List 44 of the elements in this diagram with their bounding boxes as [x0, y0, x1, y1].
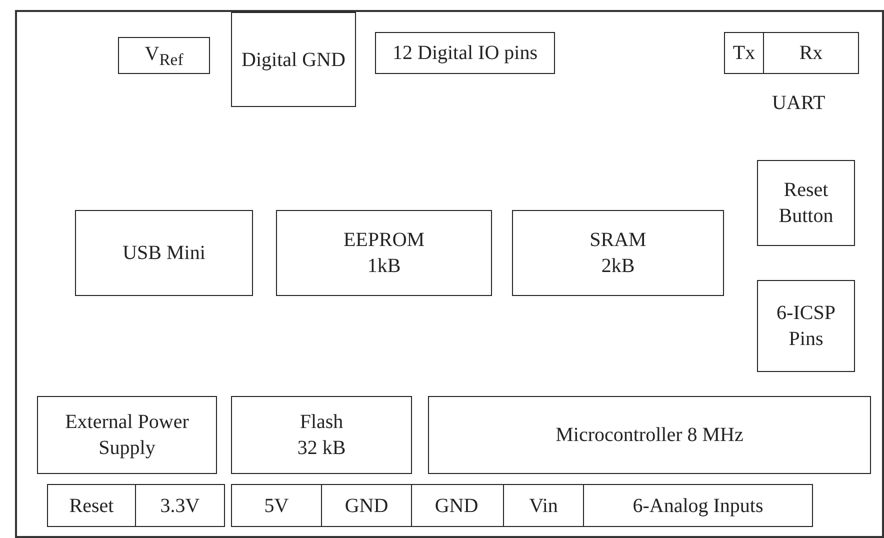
- pin-box: [763, 32, 859, 74]
- pin-box: [231, 484, 322, 527]
- component-box: [75, 210, 253, 296]
- component-label: Reset: [69, 494, 114, 518]
- pin-box: [118, 37, 210, 74]
- component-label: Vin: [529, 494, 558, 518]
- component-label: 6-ICSP Pins: [776, 301, 836, 352]
- component-label: 3.3V: [160, 494, 200, 518]
- pin-box: [503, 484, 584, 527]
- component-label: Flash: [300, 410, 344, 435]
- component-label: Reset Button: [778, 178, 834, 229]
- component-box: [231, 396, 412, 474]
- component-box: [757, 160, 855, 246]
- component-box: [512, 210, 724, 296]
- group-label: UART: [772, 92, 826, 115]
- component-label: 5V: [264, 494, 289, 518]
- component-label: USB Mini: [122, 241, 206, 266]
- component-label: GND: [344, 494, 388, 518]
- component-box: [757, 280, 855, 372]
- pin-box: [47, 484, 136, 527]
- component-label: 6-Analog Inputs: [632, 494, 764, 518]
- component-label: Tx: [732, 41, 756, 66]
- component-label: Rx: [799, 41, 823, 66]
- component-label: V$_{Ref}$: [144, 42, 184, 70]
- component-label: External Power Supply: [64, 410, 190, 461]
- component-box: [37, 396, 217, 474]
- pin-box: [583, 484, 813, 527]
- pin-box: [410, 484, 504, 527]
- component-box: [428, 396, 871, 474]
- component-label: GND: [434, 494, 478, 518]
- component-label: 2kB: [601, 254, 635, 279]
- pin-box: [724, 32, 764, 74]
- pin-box: [321, 484, 412, 527]
- component-label: SRAM: [590, 228, 646, 253]
- component-label: 12 Digital IO pins: [392, 41, 538, 66]
- component-label: Microcontroller 8 MHz: [556, 423, 744, 448]
- pin-box: [135, 484, 225, 527]
- pin-box: [231, 12, 356, 107]
- component-label: Digital GND: [242, 48, 346, 72]
- component-box: [276, 210, 492, 296]
- component-label: 32 kB: [297, 436, 346, 461]
- component-label: 1kB: [367, 254, 401, 279]
- pin-box: [375, 32, 555, 74]
- component-label: EEPROM: [343, 228, 425, 253]
